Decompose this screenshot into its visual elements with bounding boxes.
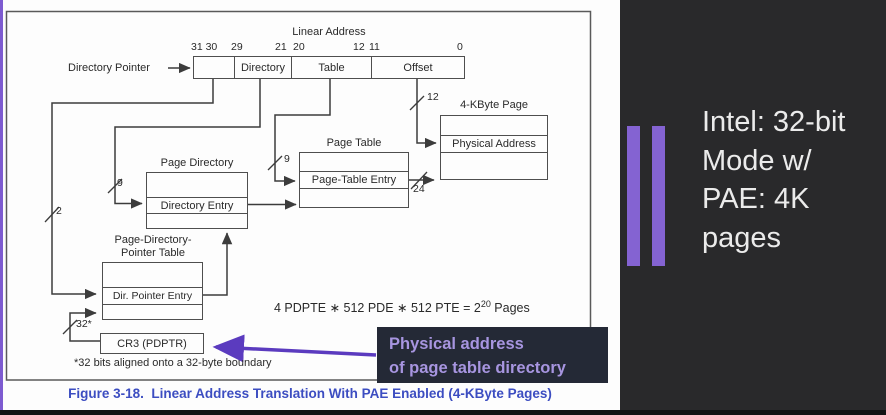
bit-label-20: 20 xyxy=(293,41,305,53)
accent-bar-right xyxy=(652,126,665,266)
page-directory-title: Page Directory xyxy=(160,157,234,169)
la-field-reserved xyxy=(194,57,234,78)
callout-box: Physical address of page table directory xyxy=(377,327,608,383)
bit-label-12: 12 xyxy=(353,41,365,53)
page-directory-box: Directory Entry xyxy=(146,172,248,229)
pdpt-title: Page-Directory- Pointer Table xyxy=(98,234,208,259)
page-table-box: Page-Table Entry xyxy=(299,152,409,208)
bit-label-29: 29 xyxy=(231,41,243,53)
formula-suffix: Pages xyxy=(490,301,530,316)
formula-prefix: 4 PDPTE ∗ 512 PDE ∗ 512 PTE = 2 xyxy=(274,301,481,316)
bus-width-9-table: 9 xyxy=(284,153,290,165)
linear-address-title: Linear Address xyxy=(292,26,366,38)
pdpt-title-line1: Page-Directory- xyxy=(114,234,192,246)
bus-width-2: 2 xyxy=(56,205,62,217)
page-table-entry-cell: Page-Table Entry xyxy=(300,171,408,189)
figure-page: Linear Address 31 30 29 21 20 12 11 0 Di… xyxy=(0,0,620,411)
la-field-table: Table xyxy=(291,57,371,78)
slide-heading: Intel: 32-bit Mode w/ PAE: 4K pages xyxy=(702,103,845,257)
alignment-footnote: *32 bits aligned onto a 32-byte boundary xyxy=(74,357,272,369)
cr3-box: CR3 (PDPTR) xyxy=(100,333,204,354)
diagram-connectors xyxy=(5,10,592,381)
bus-width-12: 12 xyxy=(427,91,439,103)
page-4k-title: 4-KByte Page xyxy=(460,99,528,111)
bus-width-9-directory: 9 xyxy=(117,177,123,189)
bit-label-21: 21 xyxy=(275,41,287,53)
accent-bar-left xyxy=(627,126,640,266)
slide-panel: Intel: 32-bit Mode w/ PAE: 4K pages xyxy=(620,0,886,415)
la-field-directory: Directory xyxy=(234,57,291,78)
callout-arrow xyxy=(212,334,377,363)
slide-heading-line2: Mode w/ xyxy=(702,144,812,177)
pdpt-box: Dir. Pointer Entry xyxy=(102,262,203,320)
callout-line2: of page table directory xyxy=(389,359,566,377)
diagram-frame xyxy=(5,10,592,381)
bus-width-24: 24 xyxy=(413,183,425,195)
bit-label-0: 0 xyxy=(457,41,463,53)
dir-pointer-entry-cell: Dir. Pointer Entry xyxy=(103,287,202,305)
page-table-title: Page Table xyxy=(326,137,382,149)
bit-label-31-30: 31 30 xyxy=(191,41,218,53)
slide-heading-line3: PAE: 4K xyxy=(702,183,810,215)
page-count-formula: 4 PDPTE ∗ 512 PDE ∗ 512 PTE = 220 Pages xyxy=(274,299,530,315)
callout-line1: Physical address xyxy=(389,335,524,353)
slide-heading-line4: pages xyxy=(702,221,782,254)
bus-width-32: 32* xyxy=(76,318,92,330)
figure-caption: Figure 3-18. Linear Address Translation … xyxy=(68,386,552,401)
directory-entry-cell: Directory Entry xyxy=(147,197,247,214)
bit-label-11: 11 xyxy=(369,41,380,53)
page-accent-edge xyxy=(0,0,3,411)
bottom-edge-band xyxy=(0,410,886,415)
directory-pointer-label: Directory Pointer xyxy=(68,61,150,74)
la-field-offset: Offset xyxy=(371,57,464,78)
physical-address-cell: Physical Address xyxy=(441,135,547,153)
formula-exponent: 20 xyxy=(480,299,491,309)
linear-address-box: Directory Table Offset xyxy=(193,56,465,79)
page-4k-box: Physical Address xyxy=(440,115,548,180)
pdpt-title-line2: Pointer Table xyxy=(120,246,185,259)
slide-heading-line1: Intel: 32-bit xyxy=(702,106,846,138)
